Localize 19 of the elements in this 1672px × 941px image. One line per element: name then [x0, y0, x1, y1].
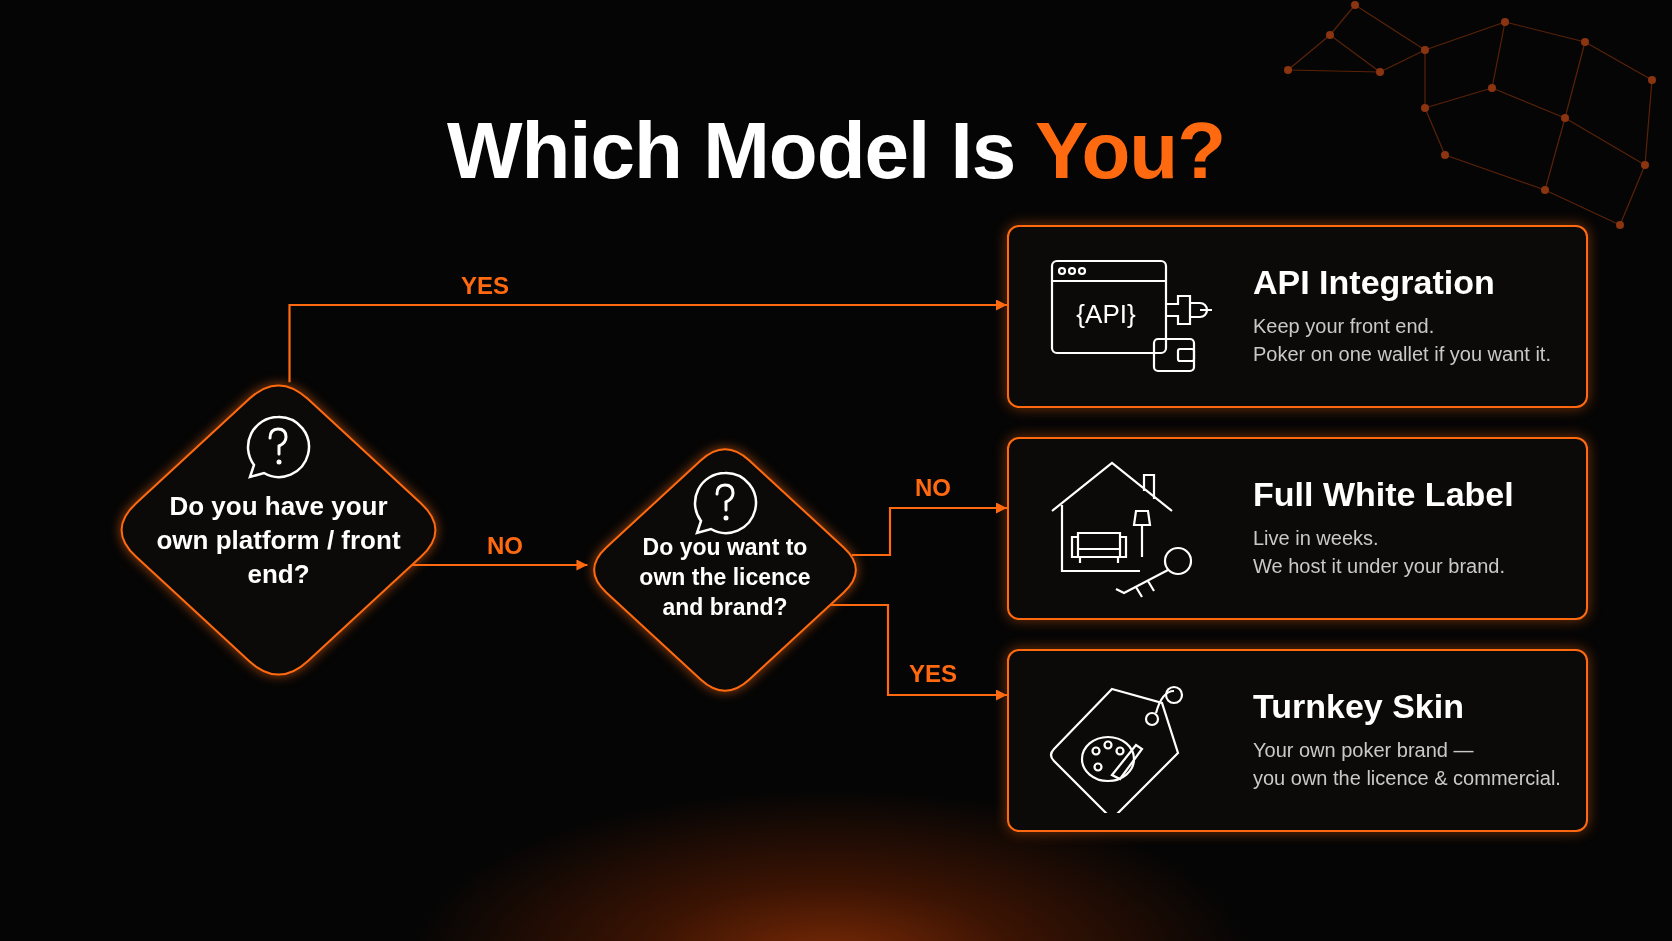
arrow [830, 603, 1007, 701]
arrow [851, 502, 1007, 557]
card-description: Poker on one wallet if you want it. [1253, 343, 1551, 366]
card-description: Your own poker brand — [1253, 739, 1474, 762]
model-card [1007, 437, 1588, 620]
code-label: {API} [1075, 299, 1137, 330]
card-description: We host it under your brand. [1253, 555, 1505, 578]
card-description: you own the licence & commercial. [1253, 767, 1561, 790]
title: Which Model Is You? [445, 105, 1226, 197]
card-description: Live in weeks. [1253, 527, 1379, 550]
decision-question: Do you have your own platform / front end? [155, 490, 402, 591]
card-description: Keep your front end. [1253, 315, 1435, 338]
card-heading: API Integration [1253, 263, 1495, 302]
decision-question: Do you want to own the licence and brand? [638, 533, 812, 622]
arrow [288, 299, 1007, 383]
model-card [1007, 225, 1588, 408]
model-card [1007, 649, 1588, 832]
card-heading: Turnkey Skin [1253, 687, 1464, 726]
card-heading: Full White Label [1253, 475, 1514, 514]
